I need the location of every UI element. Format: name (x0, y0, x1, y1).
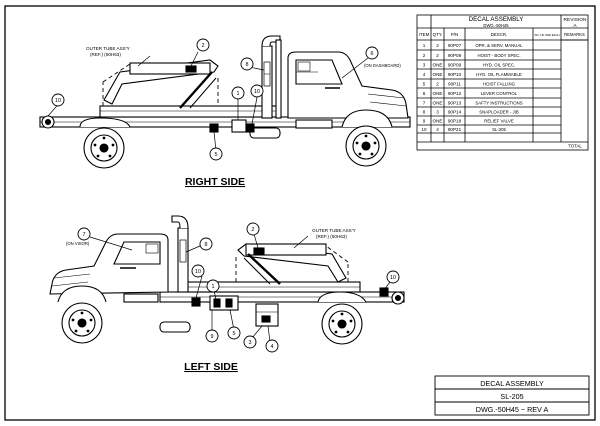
row-pn: 90P21 (448, 127, 462, 132)
row-pn: 90P14 (448, 109, 462, 114)
row-descr: HYD. OIL SPEC. (483, 62, 515, 67)
title-block-line3: DWG.-50H45 ~ REV A (476, 405, 549, 414)
row-qty: 3 (436, 109, 439, 114)
ls-callout-1: 1 (212, 284, 215, 290)
row-pn: 90P09 (448, 62, 462, 67)
rs-callout-1: 1 (237, 91, 240, 97)
title-block-text: DECAL ASSEMBLY SL-205 DWG.-50H45 ~ REV A (476, 379, 549, 414)
title-block-line2: SL-205 (500, 392, 523, 401)
ls-callout-10a: 10 (195, 269, 201, 275)
row-item: 9 (423, 118, 426, 123)
row-item: 5 (423, 81, 426, 86)
row-descr: RELIEF VALVE (484, 118, 514, 123)
row-item: 2 (423, 53, 426, 58)
row-descr: SAFTY INSTRUCTIONS (475, 100, 522, 105)
ls-callout-2: 2 (252, 227, 255, 233)
ls-outer-tube-note-2: (REF.) (50H63) (316, 234, 347, 239)
left-side-callouts: 7 8 2 10 1 9 5 3 4 10 (77, 222, 400, 353)
row-item: 6 (423, 91, 426, 96)
header-pn: P/N (451, 32, 458, 37)
row-qty: 2 (436, 81, 439, 86)
row-item: 8 (423, 109, 426, 114)
ls-callout-5: 5 (233, 331, 236, 337)
sheet-border (4, 5, 596, 421)
total-label: TOTAL (568, 144, 582, 149)
rs-callout-8: 8 (246, 62, 249, 68)
ls-visor-note: (ON VISOR) (66, 241, 90, 246)
row-qty: ONE (433, 100, 443, 105)
row-qty: ONE (433, 72, 443, 77)
title-block (434, 375, 590, 416)
row-item: 10 (421, 127, 427, 132)
left-side-notes: OUTER TUBE ASS'Y (REF.) (50H63) (ON VISO… (66, 228, 356, 373)
left-side-view (49, 215, 405, 345)
ls-outer-tube-note-1: OUTER TUBE ASS'Y (312, 228, 356, 233)
table-title-line1: DECAL ASSEMBLY (469, 16, 524, 23)
decal-table-text: DECAL ASSEMBLY DWG.-50H45 REVISION A ITE… (419, 16, 587, 149)
ls-callout-10b: 10 (390, 275, 396, 281)
row-descr: HYD. OIL FLAMMABLE (476, 72, 522, 77)
rs-callout-10a: 10 (55, 98, 61, 104)
rs-callout-6: 6 (371, 51, 374, 57)
row-pn: 90P18 (448, 118, 462, 123)
ls-view-label: LEFT SIDE (184, 361, 238, 373)
row-pn: 90P12 (448, 91, 462, 96)
ls-callout-7: 7 (83, 232, 86, 238)
ls-callout-8: 8 (205, 242, 208, 248)
rs-outer-tube-note-1: OUTER TUBE ASS'Y (86, 46, 130, 51)
row-descr: SL-205 (492, 127, 506, 132)
row-qty: 4 (436, 127, 439, 132)
header-remarks: REMARKS (564, 32, 585, 37)
header-descr: DESCR. (491, 32, 508, 37)
header-wt: WT.-LB. PER EACH (534, 33, 559, 37)
revision-value: A (573, 23, 577, 29)
rs-callout-2: 2 (202, 43, 205, 49)
row-item: 3 (423, 62, 426, 67)
ls-callout-4: 4 (271, 344, 274, 350)
rs-outer-tube-note-2: (REF.) (50H63) (90, 52, 121, 57)
rs-callout-10b: 10 (254, 89, 260, 95)
row-qty: 2 (436, 53, 439, 58)
right-side-view (39, 35, 411, 169)
row-item: 1 (423, 43, 426, 48)
row-pn: 90P08 (448, 53, 462, 58)
ls-callout-3: 3 (249, 340, 252, 346)
row-item: 7 (423, 100, 426, 105)
header-item: ITEM (419, 32, 430, 37)
right-side-notes: OUTER TUBE ASS'Y (REF.) (50H63) (ON DASH… (86, 46, 401, 188)
rs-dashboard-note: (ON DASHBOARD) (364, 63, 401, 68)
revision-label: REVISION (564, 17, 587, 23)
header-qty: QTY. (433, 32, 443, 37)
decal-table (416, 14, 589, 151)
row-item: 4 (423, 72, 426, 77)
row-qty: 2 (436, 43, 439, 48)
rs-view-label: RIGHT SIDE (185, 176, 245, 188)
row-qty: ONE (433, 118, 443, 123)
row-pn: 90P11 (448, 81, 461, 86)
ls-callout-9: 9 (211, 334, 214, 340)
row-descr: HOIST - BODY SPEC. (477, 53, 520, 58)
row-descr: SNAPLOADER - JIB (479, 109, 519, 114)
rs-callout-5: 5 (215, 152, 218, 158)
title-block-line1: DECAL ASSEMBLY (480, 379, 544, 388)
right-side-callouts: 2 6 8 10 1 10 5 (51, 38, 379, 161)
row-qty: ONE (433, 91, 443, 96)
row-pn: 90P13 (448, 100, 462, 105)
table-title-line2: DWG.-50H45 (483, 23, 509, 28)
row-pn: 90P07 (448, 43, 462, 48)
row-qty: ONE (433, 62, 443, 67)
row-descr: OPR. & SERV. MANUAL (475, 43, 523, 48)
row-pn: 90P10 (448, 72, 462, 77)
row-descr: HOIST FALLING (483, 81, 516, 86)
row-descr: LEVER CONTROL (481, 91, 518, 96)
